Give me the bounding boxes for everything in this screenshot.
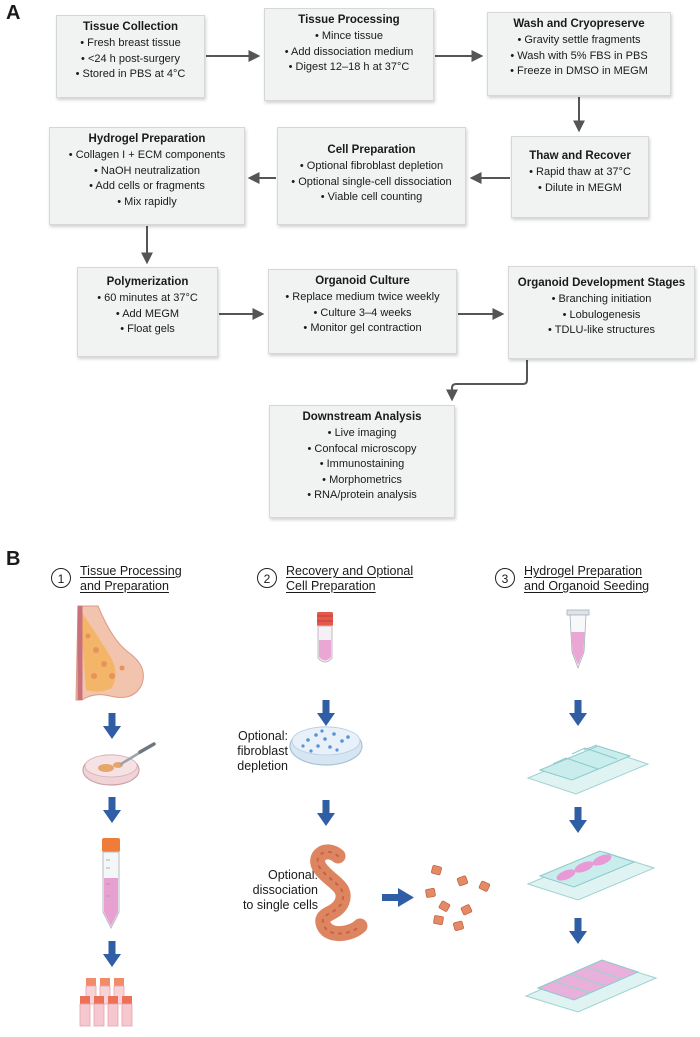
dissociation-label: Optional: dissociation to single cells bbox=[200, 868, 318, 913]
box-item: • Optional single-cell dissociation bbox=[291, 175, 452, 188]
box-title: Wash and Cryopreserve bbox=[513, 18, 645, 30]
box-item: • Viable cell counting bbox=[320, 191, 423, 203]
box-item: • Freeze in DMSO in MEGM bbox=[510, 65, 648, 77]
box-item: • Rapid thaw at 37°C bbox=[529, 166, 631, 178]
box-item: • Live imaging bbox=[327, 427, 397, 439]
cryovials-icon bbox=[79, 978, 133, 1027]
chamber-slide-empty-icon bbox=[526, 744, 650, 795]
petri-dish-mince-icon bbox=[82, 742, 156, 786]
box-item: • <24 h post-surgery bbox=[81, 52, 180, 65]
box-item: • RNA/protein analysis bbox=[307, 489, 417, 501]
box-title: Organoid Development Stages bbox=[517, 277, 686, 289]
box-item: • Branching initiation bbox=[551, 293, 652, 305]
box-item: • TDLU-like structures bbox=[548, 324, 655, 336]
microtube-icon bbox=[566, 609, 590, 670]
step-number-2: 2 bbox=[257, 568, 277, 588]
box-wash-cryopreserve: Wash and Cryopreserve • Gravity settle f… bbox=[487, 12, 671, 96]
box-tissue-processing: Tissue Processing • Mince tissue • Add d… bbox=[264, 8, 434, 101]
box-item: • Monitor gel contraction bbox=[303, 322, 422, 334]
panel-a-letter: A bbox=[6, 2, 21, 24]
arrow-down-icon bbox=[103, 713, 121, 739]
label-line: Optional: bbox=[267, 868, 318, 882]
box-item: • NaOH neutralization bbox=[94, 164, 200, 177]
box-item: • Add cells or fragments bbox=[89, 180, 205, 192]
step-title-line: and Organoid Seeding bbox=[524, 579, 650, 593]
box-item: • Stored in PBS at 4°C bbox=[75, 68, 186, 80]
fibroblast-depletion-label: Optional: fibroblast depletion bbox=[218, 729, 288, 774]
arrow-down-icon bbox=[103, 941, 121, 967]
box-polymerization: Polymerization • 60 minutes at 37°C • Ad… bbox=[77, 267, 218, 357]
petri-dish-cells-icon bbox=[289, 726, 363, 766]
chamber-slide-gels-icon bbox=[526, 850, 656, 901]
box-title: Organoid Culture bbox=[315, 275, 410, 287]
panel-b-letter: B bbox=[6, 548, 21, 570]
label-line: dissociation bbox=[252, 883, 318, 897]
arrow-down-icon bbox=[569, 918, 587, 944]
label-line: depletion bbox=[237, 759, 288, 773]
step-title-line: Cell Preparation bbox=[286, 579, 376, 593]
box-item: • Gravity settle fragments bbox=[517, 34, 641, 46]
box-item: • 60 minutes at 37°C bbox=[97, 292, 198, 304]
box-title: Thaw and Recover bbox=[529, 150, 631, 162]
step-title-line: Hydrogel Preparation bbox=[524, 564, 643, 578]
box-item: • Dilute in MEGM bbox=[538, 181, 622, 194]
box-item: • Add dissociation medium bbox=[284, 45, 414, 58]
box-title: Tissue Processing bbox=[298, 14, 400, 26]
box-item: • Culture 3–4 weeks bbox=[313, 306, 412, 319]
box-item: • Float gels bbox=[120, 323, 175, 335]
label-line: fibroblast bbox=[237, 744, 288, 758]
box-title: Tissue Collection bbox=[82, 21, 178, 33]
box-tissue-collection: Tissue Collection • Fresh breast tissue … bbox=[56, 15, 205, 98]
box-item: • Lobulogenesis bbox=[562, 308, 641, 321]
box-hydrogel-preparation: Hydrogel Preparation • Collagen I + ECM … bbox=[49, 127, 245, 225]
box-item: • Fresh breast tissue bbox=[80, 37, 181, 49]
arrow-stages-to-analysis bbox=[446, 360, 528, 402]
box-item: • Replace medium twice weekly bbox=[285, 291, 440, 303]
box-item: • Add MEGM bbox=[115, 307, 180, 320]
box-item: • Collagen I + ECM components bbox=[68, 149, 226, 161]
box-item: • Mince tissue bbox=[314, 30, 384, 42]
step-number-3: 3 bbox=[495, 568, 515, 588]
box-item: • Optional fibroblast depletion bbox=[299, 160, 444, 172]
conical-tube-icon bbox=[102, 838, 120, 930]
flow-arrows bbox=[141, 50, 585, 402]
step-title-line: Recovery and Optional bbox=[286, 564, 414, 578]
box-item: • Mix rapidly bbox=[117, 195, 177, 208]
box-thaw-recover: Thaw and Recover • Rapid thaw at 37°C • … bbox=[511, 136, 649, 218]
box-organoid-culture: Organoid Culture • Replace medium twice … bbox=[268, 269, 457, 354]
box-downstream-analysis: Downstream Analysis • Live imaging • Con… bbox=[269, 405, 455, 518]
single-cells-icon bbox=[425, 865, 491, 931]
step-number-1: 1 bbox=[51, 568, 71, 588]
box-title: Polymerization bbox=[106, 276, 189, 288]
step-title-line: and Preparation bbox=[80, 579, 169, 593]
breast-tissue-icon bbox=[75, 605, 144, 701]
box-item: • Immunostaining bbox=[319, 458, 405, 470]
box-organoid-development-stages: Organoid Development Stages • Branching … bbox=[508, 266, 695, 359]
box-item: • Wash with 5% FBS in PBS bbox=[510, 49, 648, 62]
step-title-3: Hydrogel Preparation and Organoid Seedin… bbox=[524, 564, 649, 594]
step-title-1: Tissue Processing and Preparation bbox=[80, 564, 182, 594]
thawed-vial-icon bbox=[317, 612, 333, 663]
arrow-down-icon bbox=[569, 807, 587, 833]
arrow-down-icon bbox=[569, 700, 587, 726]
box-item: • Digest 12–18 h at 37°C bbox=[288, 61, 410, 73]
label-line: Optional: bbox=[237, 729, 288, 743]
box-item: • Morphometrics bbox=[322, 473, 402, 486]
arrow-down-icon bbox=[317, 700, 335, 726]
box-title: Cell Preparation bbox=[327, 144, 416, 156]
chamber-slide-full-icon bbox=[524, 959, 658, 1013]
arrow-down-icon bbox=[317, 800, 335, 826]
box-title: Hydrogel Preparation bbox=[88, 133, 206, 145]
tissue-fragment-icon bbox=[310, 844, 368, 941]
label-line: to single cells bbox=[242, 898, 318, 912]
arrow-right-icon bbox=[382, 888, 414, 907]
box-cell-preparation: Cell Preparation • Optional fibroblast d… bbox=[277, 127, 466, 225]
step-title-2: Recovery and Optional Cell Preparation bbox=[286, 564, 413, 594]
box-item: • Confocal microscopy bbox=[307, 442, 417, 455]
arrow-down-icon bbox=[103, 797, 121, 823]
step-title-line: Tissue Processing bbox=[80, 564, 182, 578]
box-title: Downstream Analysis bbox=[302, 411, 422, 423]
